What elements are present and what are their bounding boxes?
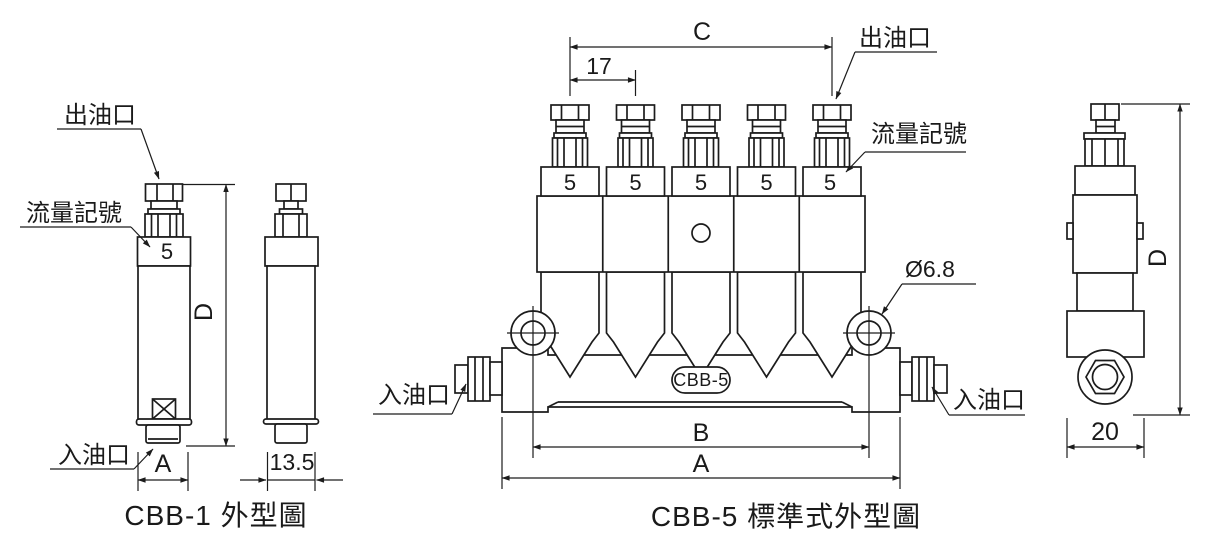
flow-mark-label: 流量記號: [26, 200, 122, 227]
dim-b-text: B: [693, 419, 710, 447]
compression-nut: [274, 213, 308, 238]
hex-cap: [681, 104, 721, 121]
funnel: [736, 271, 797, 379]
dim-20-text: 20: [1091, 418, 1119, 446]
hex-nut: [467, 356, 491, 402]
name-plate-text: CBB-5: [673, 370, 729, 390]
upper-block: [1074, 165, 1136, 196]
cap-block: [264, 236, 319, 267]
outlet-leader: [835, 51, 856, 100]
valve-fitting-1: 5: [540, 104, 600, 197]
hex-cap: [144, 183, 184, 202]
left-inlet-fitting: [454, 356, 503, 402]
cbb1-side-valve: [262, 183, 320, 444]
washer: [1083, 132, 1126, 140]
lower-neck: [1076, 272, 1134, 312]
cbb5-view: 5 5: [373, 18, 1025, 532]
inlet-nipple: [145, 424, 181, 444]
cbb1-labels: 出油口 流量記號 入油口: [20, 102, 160, 470]
cap-block: [136, 236, 192, 267]
inlet-left-leader: [451, 383, 467, 415]
dim-135-text: 13.5: [270, 449, 315, 475]
funnel: [671, 271, 731, 379]
body-port-hole: [691, 223, 711, 243]
cap-block: [736, 166, 797, 197]
inlet-right-label: 入油口: [953, 387, 1025, 414]
cbb1-dimensions: D A 13.5: [137, 183, 343, 491]
washer: [454, 364, 469, 394]
valve-fitting-5: 5: [802, 104, 862, 197]
side-view-dimensions: D 20: [1066, 103, 1190, 458]
valve-fitting-4: 5: [736, 104, 797, 197]
main-body: [1072, 194, 1138, 274]
cap-block: [540, 166, 600, 197]
cbb1-front-valve: 5: [135, 183, 193, 444]
inlet-port-hole: [1091, 363, 1119, 391]
valve-funnels: [540, 271, 862, 379]
valve-body: [137, 265, 191, 421]
dim-17-text: 17: [586, 53, 612, 79]
collar: [899, 361, 913, 396]
name-plate: [671, 366, 731, 394]
washer: [933, 364, 948, 394]
hex-nut: [911, 356, 935, 402]
outlet-leader: [140, 128, 160, 180]
collar: [489, 361, 503, 396]
flow-mark-value: 5: [824, 170, 836, 195]
base-chamfer: [841, 401, 853, 408]
dim-d-text: D: [1144, 249, 1172, 267]
side-tab: [1136, 222, 1144, 240]
inlet-nipple: [274, 423, 308, 444]
inlet-leader: [133, 448, 154, 470]
x-box-diagonal: [151, 398, 177, 420]
side-view: D 20: [1066, 103, 1190, 458]
flow-mark-value: 5: [695, 170, 707, 195]
stem: [283, 200, 299, 210]
cbb5-labels: 出油口 流量記號 入油口 入油口 Ø6.8: [373, 25, 1025, 416]
cap-block: [671, 166, 731, 197]
hex-cap: [746, 104, 787, 121]
dim-a-text: A: [693, 450, 710, 478]
hex-cap: [615, 104, 656, 121]
left-mounting-boss: [507, 306, 559, 458]
stem: [150, 200, 178, 210]
flow-mark-value: 5: [629, 170, 641, 195]
right-mounting-boss: [843, 306, 895, 458]
funnel: [605, 271, 666, 379]
hex-cap: [550, 104, 590, 121]
inlet-right-leader: [931, 386, 950, 416]
cbb1-caption: CBB-1 外型圖: [124, 500, 307, 531]
dim-a-text: A: [155, 450, 172, 478]
outlet-label: 出油口: [64, 102, 136, 129]
side-tab: [1066, 222, 1074, 240]
inlet-left-label: 入油口: [378, 382, 450, 409]
cbb1-view: 5 出油口 流量記號: [20, 102, 343, 531]
dim-d-text: D: [190, 303, 218, 321]
right-inlet-fitting: [899, 356, 948, 402]
flow-mark-leader: [130, 226, 151, 248]
hole-dia-leader: [881, 283, 903, 315]
cap-block: [605, 166, 666, 197]
cbb5-caption: CBB-5 標準式外型圖: [651, 501, 921, 532]
inlet-label: 入油口: [58, 442, 130, 469]
flow-mark-label: 流量記號: [871, 121, 967, 148]
hole-dia-label: Ø6.8: [905, 256, 955, 282]
valve-fitting-3: 5: [671, 104, 731, 197]
flow-mark-value: 5: [760, 170, 772, 195]
base-chamfer: [547, 401, 559, 408]
valve-fitting-2: 5: [605, 104, 666, 197]
flow-mark-value: 5: [161, 239, 173, 264]
outlet-label: 出油口: [859, 25, 931, 52]
funnel: [802, 271, 862, 379]
hex-cap: [812, 104, 852, 121]
flow-mark-value: 5: [564, 170, 576, 195]
bottom-lip: [135, 418, 193, 426]
dim-c-text: C: [693, 18, 711, 46]
flow-mark-leader: [845, 151, 866, 173]
valve-body: [266, 265, 316, 421]
cbb5-dimensions: C 17 B A: [501, 18, 901, 489]
